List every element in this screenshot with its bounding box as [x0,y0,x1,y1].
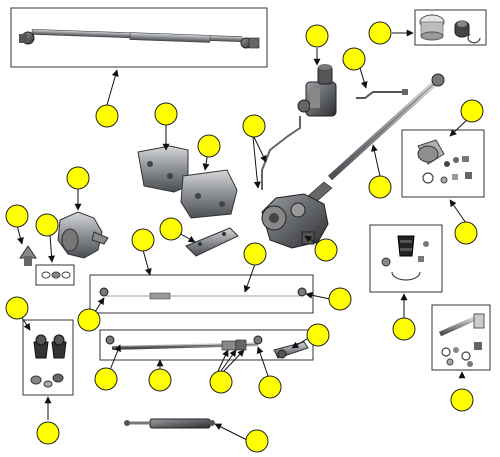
gear-box-illustration [261,193,329,249]
column-bearing-illustration [419,14,481,44]
callout-drag-link[interactable] [94,367,118,391]
ball-joint-kit-illustration [30,334,67,388]
frame-ball-joint-kit [22,319,74,396]
leader-pitman [252,136,261,189]
frame-column-shaft-kit [431,304,491,371]
callout-power-steering-hose[interactable] [242,114,266,138]
frame-gear-rebuild-kit [401,129,485,198]
pressure-line-illustration [356,91,404,99]
leader-tie-rod-main [243,263,256,293]
callout-sector-seal-kit[interactable] [392,317,416,341]
callout-markers [5,21,484,453]
steering-shaft-illustration [19,29,260,49]
callout-steering-knuckle[interactable] [66,166,90,190]
leader-drag-end [256,346,269,377]
leader-drag-link [109,344,121,371]
callout-tie-rod-end-right[interactable] [328,287,352,311]
hose-illustration [261,116,301,190]
column-shaft-kit-illustration [438,313,485,367]
callout-knuckle-hardware[interactable] [35,213,59,237]
frames [10,7,491,396]
leader-pressure-line [359,67,368,89]
stabilizer-illustration [124,418,215,429]
callout-pump-bracket-1[interactable] [154,102,178,126]
callout-adjusting-sleeve[interactable] [209,370,233,394]
callout-pressure-line[interactable] [342,47,366,71]
frame-column-bearing [414,9,487,46]
part-illustrations [19,14,485,429]
callout-column-shaft-kit[interactable] [450,388,474,412]
intermediate-shaft-illustration [307,73,445,203]
callout-gear-rebuild-kit-2[interactable] [454,221,478,245]
leader-lines [16,29,473,442]
callout-drag-link-end[interactable] [258,375,282,399]
leader-gear-kit-2 [449,199,467,224]
callout-knuckle-stud[interactable] [5,204,29,228]
callout-intermediate-shaft[interactable] [368,175,392,199]
tie-rod-illustration [99,287,307,300]
callout-tie-rod[interactable] [243,242,267,266]
knuckle-stud-illustration [19,245,37,266]
power-steering-pump-illustration [297,64,337,117]
leader-steering-shaft [106,69,119,106]
callout-steering-stabilizer[interactable] [245,429,269,453]
callout-drag-link-2[interactable] [148,368,172,392]
callout-pitman-arm[interactable] [306,323,330,347]
leader-tie-rod-end-r [305,291,331,300]
leader-hose [253,136,267,163]
frame-knuckle-hardware [35,264,75,286]
callout-column-bearing[interactable] [368,21,392,45]
frame-sector-seal-kit [369,224,443,293]
callout-tie-rod-assembly[interactable] [131,228,155,252]
bracket-plate-illustration [185,227,239,257]
leader-knuckle-hw [48,234,56,263]
leader-sleeve-3 [223,349,245,372]
callout-power-steering-pump[interactable] [305,24,329,48]
leader-pitman-arm [291,336,311,349]
knuckle-hardware-illustration [41,271,71,279]
pump-brackets-illustration [137,145,238,219]
gear-rebuild-kit-illustration [417,139,472,184]
callout-steering-shaft[interactable] [95,104,119,128]
callout-gear-box[interactable] [314,238,338,262]
leader-sleeve-1 [217,349,229,372]
leader-sleeve-2 [220,349,237,372]
callout-bracket-plate[interactable] [159,217,183,241]
callout-pump-bracket-2[interactable] [197,134,221,158]
leader-intermediate-shaft [370,144,381,177]
leader-stabilizer [214,423,250,442]
knuckle-illustration [57,211,109,259]
leader-knuckle-stud [16,224,24,245]
callout-ball-joint-kit[interactable] [5,296,29,320]
frame-steering-shaft [10,7,268,68]
callout-gear-rebuild-kit[interactable] [460,99,484,123]
callout-ball-joint-kit-2[interactable] [36,421,60,445]
callout-tie-rod-end-left[interactable] [77,308,101,332]
drag-link-illustration [105,335,263,351]
sector-seal-kit-illustration [381,235,429,281]
leader-tie-rod [142,249,152,276]
frame-tie-rod [89,274,314,314]
